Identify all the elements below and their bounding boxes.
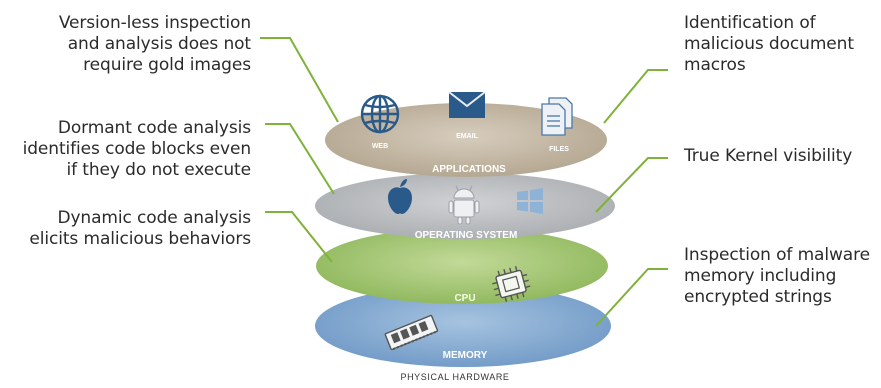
cpu-layer: CPU: [316, 228, 608, 304]
memory-layer: MEMORY: [315, 285, 611, 367]
leader-version-less: [260, 37, 339, 123]
leader-document-macros: [603, 69, 668, 124]
apple-icon: [388, 179, 412, 214]
callout-dormant-code: Dormant code analysis identifies code bl…: [22, 118, 251, 180]
leader-kernel-visibility: [595, 157, 668, 213]
leader-dynamic-code: [265, 211, 333, 263]
windows-icon: [517, 188, 543, 214]
operating-system-layer: OPERATING SYSTEM: [315, 173, 615, 241]
globe-icon: [360, 94, 400, 134]
callout-document-macros: Identification of malicious document mac…: [684, 13, 854, 75]
callout-kernel-visibility: True Kernel visibility: [684, 146, 853, 166]
ram-icon: [384, 314, 439, 351]
leader-lines: [260, 37, 668, 327]
cpu-disc: [316, 228, 608, 304]
physical-hardware-label: PHYSICAL HARDWARE: [400, 372, 510, 382]
callout-malware-memory: Inspection of malware memory including e…: [684, 245, 870, 307]
email-label: EMAIL: [456, 133, 479, 140]
applications-label: APPLICATIONS: [432, 164, 506, 175]
callout-dynamic-code: Dynamic code analysis elicits malicious …: [29, 208, 251, 249]
memory-label: MEMORY: [443, 350, 488, 361]
memory-disc: [315, 285, 611, 367]
callout-version-less: Version-less inspection and analysis doe…: [58, 13, 251, 75]
os-label: OPERATING SYSTEM: [415, 230, 518, 241]
android-icon: [448, 185, 480, 225]
leader-dormant-code: [265, 123, 335, 195]
files-label: FILES: [549, 146, 569, 153]
files-icon: [541, 97, 573, 136]
chip-icon: [492, 266, 531, 302]
web-label: WEB: [372, 143, 388, 150]
cpu-label: CPU: [454, 293, 475, 304]
leader-malware-memory: [595, 268, 668, 327]
email-icon: [448, 91, 486, 118]
applications-layer: WEB EMAIL FILES APPLICATIONS: [325, 91, 607, 177]
